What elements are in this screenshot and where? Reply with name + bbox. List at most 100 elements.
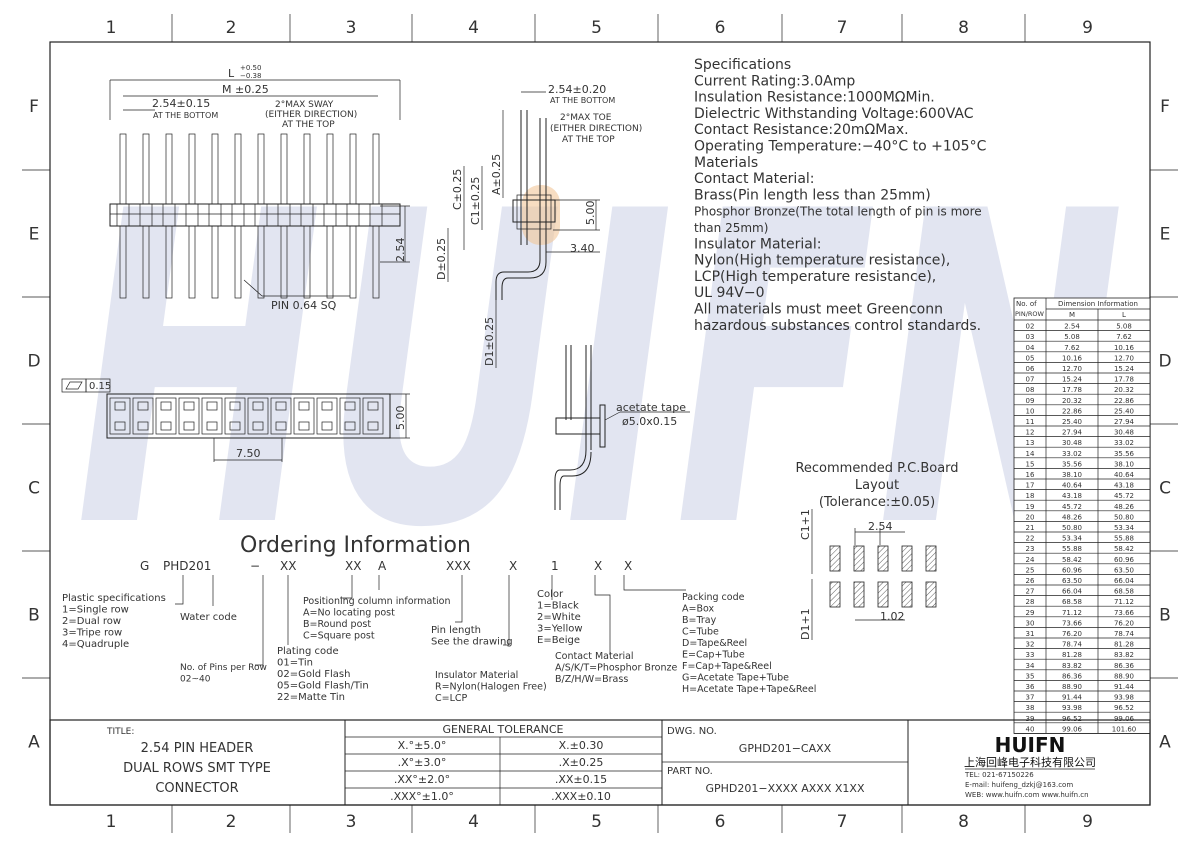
table-cell-pins: 18 [1026,492,1035,500]
bottom-cell [201,397,223,435]
bottom-cell [224,397,246,435]
zone-row-left: F [29,97,39,117]
table-cell-m: 30.48 [1062,439,1082,447]
spec-line: Brass(Pin length less than 25mm) [694,187,931,203]
table-cell-m: 10.16 [1062,354,1083,362]
zone-col-top: 6 [715,18,726,38]
bottom-cavity-top [298,401,310,411]
bottom-cavity-top [183,401,195,411]
zone-col-top: 4 [468,18,479,38]
side-height: 5.00 [584,201,597,226]
zone-row-right: C [1159,479,1171,499]
table-cell-m: 68.58 [1062,598,1082,606]
zone-col-top: 2 [226,18,237,38]
tol-linear: .XXX±0.10 [551,790,611,803]
bottom-cavity-top [321,401,333,411]
table-cell-m: 86.36 [1062,672,1083,680]
table-cell-m: 50.80 [1062,524,1082,532]
spec-line: Nylon(High temperature resistance), [694,253,950,269]
bottom-cavity-bottom [298,421,310,431]
table-cell-pins: 31 [1026,630,1035,638]
table-cell-m: 17.78 [1062,386,1082,394]
table-cell-m: 12.70 [1062,365,1082,373]
table-cell-pins: 28 [1026,598,1035,606]
tol-linear: X.±0.30 [559,739,604,752]
flatness: 0.15 [89,381,111,392]
order-plastic: 3=Tripe row [62,628,122,639]
front-pin-body [162,203,176,227]
bottom-cell [247,397,269,435]
order-positioning: C=Square post [303,631,375,642]
order-pin-length: Pin length [431,625,481,636]
table-cell-l: 33.02 [1114,439,1134,447]
table-cell-m: 91.44 [1062,694,1083,702]
side-width: 3.40 [570,242,595,255]
l-tol-minus: −0.38 [240,72,261,80]
bottom-cell [178,397,200,435]
table-cell-l: 17.78 [1114,376,1134,384]
table-cell-l: 91.44 [1114,683,1135,691]
zone-col-top: 8 [958,18,969,38]
order-positioning: A=No locating post [303,608,395,619]
table-cell-l: 25.40 [1114,407,1134,415]
order-packing: F=Cap+Tape&Reel [682,661,772,672]
table-cell-pins: 04 [1026,344,1035,352]
table-cell-pins: 17 [1026,482,1035,490]
front-pin-body [323,203,337,227]
order-code-part: A [378,559,387,573]
title-line-3: CONNECTOR [155,781,238,796]
front-pin-body [277,203,291,227]
l-dim: L [228,67,235,80]
zone-row-left: D [27,352,40,372]
pcb-pad-top [901,545,913,572]
table-cell-m: 25.40 [1062,418,1082,426]
order-plastic: 2=Dual row [62,616,121,627]
tol-angle: .X°±3.0° [398,756,447,769]
order-code-part: − [250,559,260,573]
bottom-cavity-bottom [321,421,333,431]
toe-3: AT THE TOP [562,135,615,145]
table-header-m: M [1069,311,1075,319]
pcb-pad-bottom [853,581,865,608]
order-water: Water code [180,612,237,623]
order-packing: Packing code [682,592,745,603]
bottom-cell [109,397,131,435]
zone-col-bottom: 8 [958,812,969,832]
zone-col-bottom: 2 [226,812,237,832]
table-cell-m: 93.98 [1062,704,1082,712]
bottom-cavity-bottom [160,421,172,431]
pitch-note: AT THE BOTTOM [153,111,218,120]
table-cell-l: 81.28 [1114,641,1134,649]
spec-line: Phosphor Bronze(The total length of pin … [694,205,982,219]
side-pitch: 2.54±0.20 [548,83,606,96]
table-cell-l: 7.62 [1116,333,1132,341]
tol-angle: .XXX°±1.0° [390,790,454,803]
order-code-part: 1 [551,559,559,573]
pcb-pad: 1.02 [880,610,905,623]
table-cell-m: 96.52 [1062,715,1082,723]
zone-col-bottom: 7 [837,812,848,832]
bottom-cavity-bottom [344,421,356,431]
order-plating: 05=Gold Flash/Tin [277,681,369,692]
company-web: WEB: www.huifn.com www.huifn.cn [965,791,1089,799]
zone-col-bottom: 1 [106,812,117,832]
table-cell-l: 68.58 [1114,588,1134,596]
pcb-pad-bottom [877,581,889,608]
spec-line: UL 94V−0 [694,285,765,301]
pitch-dim: 2.54±0.15 [152,97,210,110]
order-color: 2=White [537,612,581,623]
company-email: E-mail: huifeng_dzkj@163.com [965,781,1073,789]
table-cell-pins: 11 [1026,418,1035,426]
table-cell-l: 12.70 [1114,354,1134,362]
m-dim: M ±0.25 [222,83,269,96]
order-packing: E=Cap+Tube [682,650,745,661]
zone-col-bottom: 5 [591,812,602,832]
pcb-pad-top [829,545,841,572]
front-pin-body [346,203,360,227]
zone-col-bottom: 3 [346,812,357,832]
table-cell-m: 20.32 [1062,397,1082,405]
table-cell-pins: 30 [1026,619,1035,627]
toe-1: 2°MAX TOE [560,113,612,123]
bottom-cavity-top [252,401,264,411]
